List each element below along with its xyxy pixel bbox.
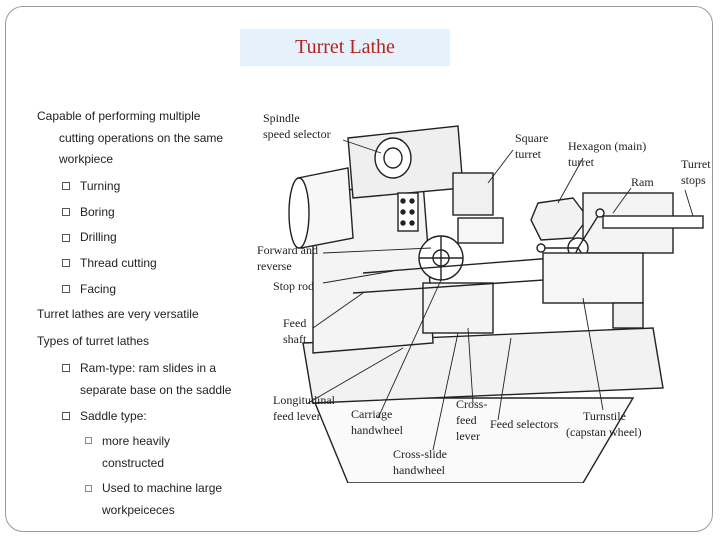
large-line-2: workpeiceces bbox=[102, 503, 175, 517]
slide-title: Turret Lathe bbox=[295, 36, 395, 58]
label-ram: Ram bbox=[631, 175, 654, 189]
heavy-line-1: more heavily bbox=[102, 434, 171, 448]
label-square-turret: turret bbox=[515, 147, 542, 161]
label-hexagon-turret: turret bbox=[568, 155, 595, 169]
label-carriage: Carriage bbox=[351, 407, 392, 421]
square-turret bbox=[452, 172, 494, 216]
label-forward: Forward and bbox=[257, 243, 318, 257]
checkbox-bullet-icon bbox=[62, 259, 70, 267]
label-stops: stops bbox=[681, 173, 706, 187]
label-speed-selector: speed selector bbox=[263, 127, 331, 141]
intro-line-3: workpiece bbox=[59, 152, 114, 166]
checkbox-bullet-icon bbox=[62, 208, 70, 216]
op-boring: Boring bbox=[80, 205, 115, 219]
ram-type-line-2: separate base on the saddle bbox=[80, 383, 232, 397]
turret-lathe-diagram: Spindle speed selector Square turret Hex… bbox=[257, 111, 711, 483]
ram-type-line-1: Ram-type: ram slides in a bbox=[80, 361, 217, 375]
ram bbox=[602, 215, 704, 229]
heavy-line-2: constructed bbox=[102, 456, 165, 470]
stop-rod bbox=[362, 257, 554, 274]
op-facing: Facing bbox=[80, 282, 117, 296]
label-feed: Feed bbox=[283, 316, 306, 330]
sub-bullet-icon bbox=[85, 437, 92, 444]
feed-shaft bbox=[352, 277, 574, 294]
saddle-type: Saddle type: bbox=[80, 409, 147, 423]
title-background bbox=[240, 29, 450, 66]
label-cross-lever: lever bbox=[456, 429, 480, 443]
checkbox-bullet-icon bbox=[62, 285, 70, 293]
label-feed-lever: feed lever bbox=[273, 409, 321, 423]
label-cross: Cross- bbox=[456, 397, 487, 411]
types-text: Types of turret lathes bbox=[37, 334, 150, 348]
label-carriage-handwheel: handwheel bbox=[351, 423, 404, 437]
label-capstan-wheel: (capstan wheel) bbox=[566, 425, 642, 439]
label-stop-rod: Stop rod bbox=[273, 279, 314, 293]
sub-bullet-icon bbox=[85, 485, 92, 492]
op-turning: Turning bbox=[80, 179, 121, 193]
label-longitudinal: Longitudinal bbox=[273, 393, 336, 407]
label-spindle: Spindle bbox=[263, 111, 300, 125]
intro-line-1: Capable of performing multiple bbox=[37, 109, 201, 123]
checkbox-bullet-icon bbox=[62, 182, 70, 190]
lathe-bed bbox=[311, 397, 635, 483]
label-hexagon: Hexagon (main) bbox=[568, 139, 646, 153]
checkbox-bullet-icon bbox=[62, 412, 70, 420]
label-cross-slide: Cross-slide bbox=[393, 447, 447, 461]
hexagon-turret bbox=[530, 197, 589, 241]
label-reverse: reverse bbox=[257, 259, 292, 273]
label-shaft: shaft bbox=[283, 332, 307, 346]
label-turnstile: Turnstile bbox=[583, 409, 626, 423]
intro-line-2: cutting operations on the same bbox=[59, 131, 224, 145]
checkbox-bullet-icon bbox=[62, 364, 70, 372]
large-line-1: Used to machine large bbox=[102, 481, 223, 495]
label-cross-slide-handwheel: handwheel bbox=[393, 463, 446, 477]
label-cross-feed: feed bbox=[456, 413, 477, 427]
label-feed-selectors: Feed selectors bbox=[490, 417, 559, 431]
versatile-text: Turret lathes are very versatile bbox=[37, 307, 199, 321]
spindle-selector-dial bbox=[374, 137, 412, 179]
label-square: Square bbox=[515, 131, 548, 145]
checkbox-bullet-icon bbox=[62, 234, 70, 242]
label-turret: Turret bbox=[681, 157, 711, 171]
op-drilling: Drilling bbox=[80, 230, 117, 244]
apron bbox=[422, 282, 494, 334]
op-thread-cutting: Thread cutting bbox=[80, 256, 157, 270]
